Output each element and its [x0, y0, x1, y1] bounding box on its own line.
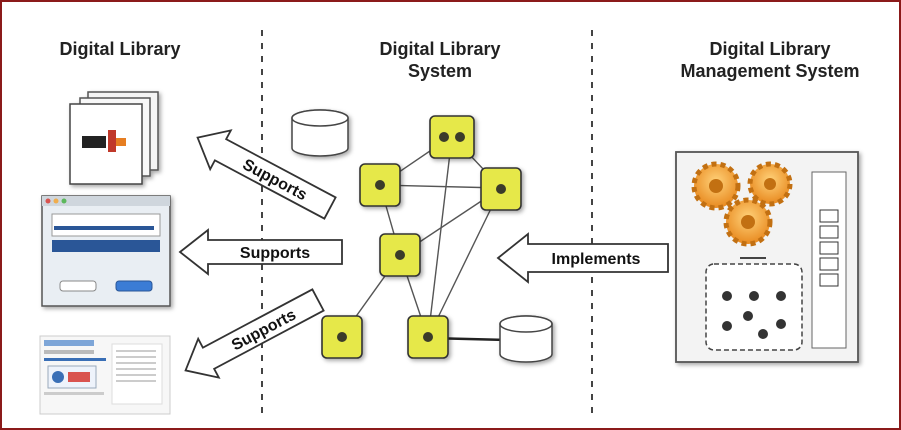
service-node-icon [480, 167, 522, 211]
service-node-icon [407, 315, 449, 359]
heading-dls-line2: System [407, 61, 473, 81]
gear-icon [747, 161, 793, 207]
database-icon [499, 315, 553, 363]
component-strip [811, 171, 847, 349]
heading-digital-library-text: Digital Library [59, 39, 181, 59]
arrow-label-implements: Implements [552, 251, 641, 268]
arrow-supports-bottom: Supports [184, 288, 325, 379]
heading-dlms-line1: Digital Library [709, 39, 831, 59]
app-window-icon [69, 91, 159, 185]
service-node-icon [429, 115, 475, 159]
heading-digital-library-management-system: Digital Library Management System [650, 38, 890, 82]
database-icon [291, 109, 349, 157]
service-node-icon [359, 163, 401, 207]
heading-dlms-line2: Management System [680, 61, 860, 81]
service-node-icon [321, 315, 363, 359]
gear-icon [691, 161, 741, 211]
heading-digital-library: Digital Library [20, 38, 220, 60]
arrow-label-middle: Supports [240, 245, 310, 262]
arrow-implements: Implements [496, 232, 669, 284]
web-page-icon [39, 335, 171, 415]
gear-icon [723, 197, 773, 247]
browser-window-icon [41, 195, 171, 307]
heading-dls-line1: Digital Library [379, 39, 501, 59]
service-node-icon [379, 233, 421, 277]
deployment-box [705, 257, 803, 351]
heading-digital-library-system: Digital Library System [330, 38, 550, 82]
arrow-supports-middle: Supports [178, 228, 343, 276]
